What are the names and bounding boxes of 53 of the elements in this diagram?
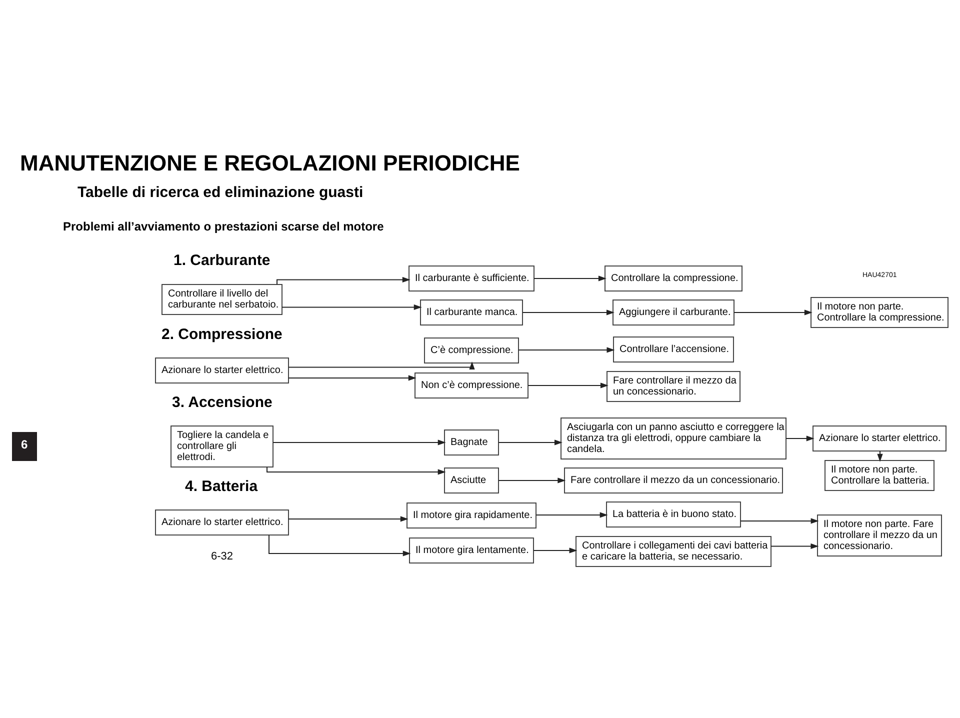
- label: 1. Carburante: [174, 252, 270, 268]
- arrow: [272, 439, 446, 445]
- arrow: [533, 547, 578, 553]
- node-box: Togliere la candela e controllare gli elettrodi.: [170, 425, 274, 467]
- node-box: Controllare il livello del carburante nel serbatoio.: [162, 284, 282, 314]
- node-box: Il carburante è sufficiente.: [408, 265, 534, 291]
- node-box: Controllare la compressione.: [604, 265, 742, 291]
- node-box: Il motore non parte. Controllare la compressione.: [810, 296, 948, 328]
- arrow: [528, 382, 608, 388]
- arrow: [276, 276, 410, 284]
- arrow: [734, 309, 812, 315]
- node-box: Il motore non parte. Controllare la batteria.: [824, 460, 934, 490]
- label: 3. Accensione: [172, 394, 272, 410]
- arrow: [498, 439, 562, 445]
- arrow: [518, 346, 615, 352]
- label: 4. Batteria: [185, 478, 258, 494]
- label: 2. Compressione: [162, 326, 282, 342]
- node-box: Fare controllare il mezzo da un concessionario.: [606, 370, 740, 402]
- node-box: Azionare lo starter elettrico.: [812, 425, 946, 451]
- node-box: La batteria è in buono stato.: [606, 501, 741, 527]
- arrow: [740, 518, 819, 524]
- node-box: Il motore gira rapidamente.: [406, 502, 536, 528]
- label: 6-32: [211, 550, 234, 562]
- arrow: [288, 516, 408, 522]
- node-box: Azionare lo starter elettrico.: [155, 357, 289, 383]
- diagram-title: MANUTENZIONE E REGOLAZIONI PERIODICHE: [20, 150, 520, 176]
- arrow: [534, 275, 606, 281]
- node-box: Asciutte: [444, 467, 499, 493]
- node-box: Controllare l’accensione.: [613, 336, 734, 362]
- node-box: Il motore non parte. Fare controllare il mezzo da un concessionario.: [817, 514, 942, 556]
- node-box: Azionare lo starter elettrico.: [155, 509, 289, 535]
- label: Tabelle di ricerca ed eliminazione guasti: [78, 184, 364, 200]
- arrow: [770, 542, 819, 549]
- arrow: [268, 534, 411, 556]
- node-box: Non c’è compressione.: [414, 372, 528, 398]
- arrow: [536, 512, 608, 518]
- label: Problemi all’avviamento o prestazioni scarse del motore: [63, 219, 384, 234]
- arrow: [786, 435, 814, 441]
- node-box: Il motore gira lentamente.: [409, 537, 534, 563]
- label: 6: [21, 437, 28, 452]
- node-box: Il carburante manca.: [420, 299, 523, 325]
- arrow: [288, 374, 416, 380]
- arrow: [522, 309, 614, 315]
- node-box: C’è compressione.: [424, 337, 519, 363]
- node-box: Aggiungere il carburante.: [612, 299, 734, 325]
- node-box: Bagnate: [444, 429, 499, 455]
- arrow: [282, 304, 422, 310]
- node-box: Fare controllare il mezzo da un concessionario.: [564, 467, 783, 493]
- arrow: [498, 477, 566, 483]
- arrow: [266, 466, 446, 474]
- node-box: Controllare i collegamenti dei cavi batteria e caricare la batteria, se necessario.: [576, 536, 772, 566]
- arrow: [288, 361, 475, 370]
- node-box: Asciugarla con un panno asciutto e correggere la distanza tra gli elettrodi, oppure cambiare la candela.: [560, 417, 786, 459]
